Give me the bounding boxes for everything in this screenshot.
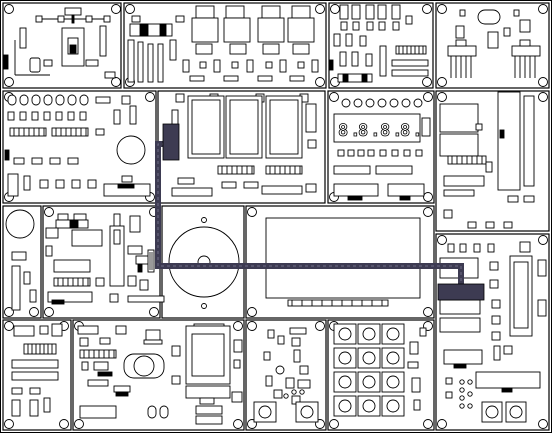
module-sensor-panel (245, 319, 327, 431)
module-buzzer-panel (2, 205, 42, 319)
relay-bank-components (127, 5, 319, 83)
seven-segment-display: 8. 8. 8. 8. (338, 121, 424, 142)
stepper-motor-components (77, 323, 243, 425)
module-transistor-array (328, 2, 434, 89)
sensor-panel-components (253, 327, 319, 423)
display-digit-1: 8. (338, 121, 362, 141)
module-speaker (161, 205, 245, 319)
motor-driver-components (439, 241, 547, 423)
module-stepper-motor (72, 319, 245, 431)
module-switch-panel (2, 2, 122, 89)
keypad (333, 323, 427, 417)
ribbon-cable (147, 123, 485, 301)
ic-socket-board-components (439, 91, 535, 229)
module-regulator-heatsinks (435, 2, 550, 89)
module-ic-socket-board (435, 90, 550, 232)
transistor-array-components (328, 4, 429, 83)
dip-switch-components (11, 323, 63, 417)
display-digit-4: 8. (400, 121, 424, 141)
module-lcd-display (245, 205, 435, 319)
module-dip-switches (2, 319, 72, 431)
lcd-display-components (265, 217, 421, 307)
oscillator-panel-components (4, 94, 151, 197)
cable-connector-bottom (437, 283, 485, 301)
cable-connector-top (162, 123, 180, 161)
regulator-heatsink-components (447, 9, 541, 78)
display-digit-2: 8. (358, 121, 382, 141)
switch-panel-components (2, 7, 116, 79)
module-relay-bank (123, 2, 327, 89)
relay-driver-components (45, 213, 165, 305)
module-keypad (327, 319, 435, 431)
module-seven-segment-display (327, 90, 435, 204)
seven-segment-components (333, 98, 431, 201)
speaker-components (168, 217, 240, 309)
dip-socket-array-components (171, 93, 317, 197)
module-motor-driver (435, 233, 550, 431)
buzzer-panel-components (5, 209, 37, 311)
display-digit-3: 8. (380, 121, 404, 141)
